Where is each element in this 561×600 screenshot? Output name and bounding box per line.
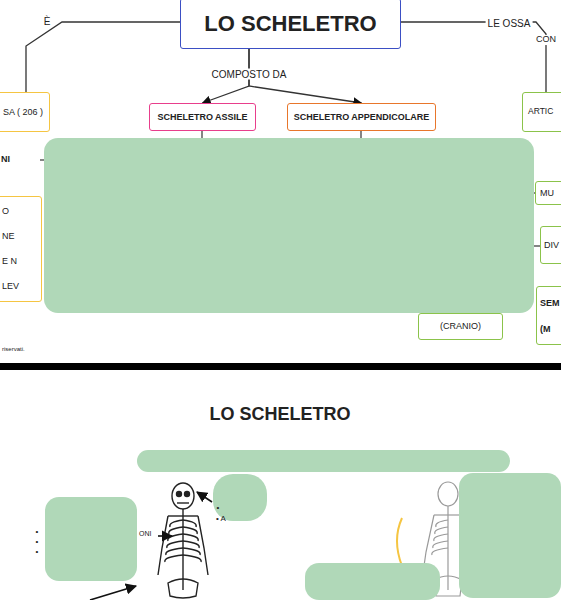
part-label: ONI — [139, 530, 151, 538]
connector — [401, 22, 546, 92]
skeleton-illustration — [183, 548, 200, 555]
skeleton-illustration — [177, 492, 182, 497]
skeleton-illustration — [158, 516, 168, 575]
skeleton-outline — [434, 514, 462, 515]
concept-box: SCHELETRO ASSILE — [149, 103, 256, 131]
skeleton-illustration — [168, 579, 198, 598]
skeleton-illustration — [177, 502, 189, 503]
skeleton-outline — [436, 520, 448, 527]
concept-box: MU — [535, 181, 561, 205]
redaction-blocks — [45, 497, 137, 581]
redaction-blocks — [459, 473, 561, 598]
skeleton-illustration — [169, 527, 183, 534]
node-text: SA ( 206 ) — [3, 107, 43, 117]
skeleton-illustration — [183, 555, 201, 562]
skeleton-outline — [435, 527, 448, 534]
separator-bar — [0, 363, 561, 370]
bullet: • — [36, 538, 39, 547]
bullet: • — [36, 528, 39, 537]
bullet: • A — [216, 515, 226, 524]
skeleton-illustration — [167, 541, 183, 548]
redaction-blocks — [305, 563, 440, 600]
concept-box: SA ( 206 ) — [0, 92, 50, 132]
node-text: DIV — [544, 240, 559, 250]
pointer-arrows — [158, 535, 172, 537]
node-text: (CRANIO) — [440, 321, 481, 331]
redaction-blocks — [45, 450, 561, 600]
stub-lines — [40, 159, 44, 160]
skeleton-illustration — [183, 541, 199, 548]
node-text: NE — [2, 224, 15, 249]
skeleton-outline — [434, 534, 448, 541]
concept-box: ONEE NLEV — [0, 196, 42, 302]
connector-label: COMPOSTO DA — [210, 69, 289, 80]
node-text: SCHELETRO ASSILE — [157, 112, 247, 122]
copyright-note: riservati. — [2, 346, 25, 353]
slide-heading: LO SCHELETRO — [209, 405, 350, 425]
node-text: SEM — [540, 290, 560, 316]
skeleton-illustration — [185, 492, 190, 497]
node-text: SCHELETRO APPENDICOLARE — [294, 112, 430, 122]
skeleton-illustration — [183, 534, 198, 541]
pointer-arrows — [90, 586, 136, 600]
edge-label: È — [42, 16, 53, 27]
edge-label: LE OSSA — [486, 18, 533, 29]
concept-box: SCHELETRO APPENDICOLARE — [287, 103, 437, 131]
concept-box: ARTIC — [522, 92, 561, 132]
node-text: LO SCHELETRO — [204, 11, 376, 36]
redaction-block — [44, 138, 534, 313]
node-text: (M — [540, 316, 551, 342]
skeleton-outline — [432, 548, 448, 555]
skeleton-outline — [433, 541, 448, 548]
skeleton-illustration — [198, 516, 208, 575]
skeleton-outline — [438, 482, 458, 506]
skeleton-illustration — [182, 509, 183, 590]
node-text: ARTIC — [528, 107, 553, 117]
skeleton-illustration — [183, 527, 197, 534]
title-box: LO SCHELETRO — [180, 0, 401, 49]
node-text: O — [2, 199, 9, 224]
skeleton-illustration — [172, 483, 194, 509]
redaction-blocks — [137, 450, 510, 472]
skeleton-illustration — [170, 520, 183, 527]
node-text: LEV — [2, 274, 19, 299]
skeleton-illustration — [168, 534, 183, 541]
concept-box: DIV — [540, 226, 561, 264]
fragment-text: NI — [1, 155, 10, 165]
skeleton-illustration — [158, 483, 208, 598]
concept-box: (CRANIO) — [418, 313, 503, 340]
bullet: • — [217, 504, 220, 513]
concept-box: SEM(M — [536, 286, 561, 345]
skeleton-illustration — [183, 520, 196, 527]
bullet: • — [36, 548, 39, 557]
skeleton-illustration — [166, 548, 183, 555]
node-text: MU — [540, 188, 554, 198]
connector-label: CON — [534, 35, 558, 45]
skeleton-illustration — [168, 515, 198, 516]
pointer-arrows — [197, 492, 212, 502]
connector — [26, 22, 180, 92]
skeleton-illustration — [165, 555, 183, 562]
yellow-bracket — [397, 518, 402, 566]
node-text: E N — [2, 249, 17, 274]
